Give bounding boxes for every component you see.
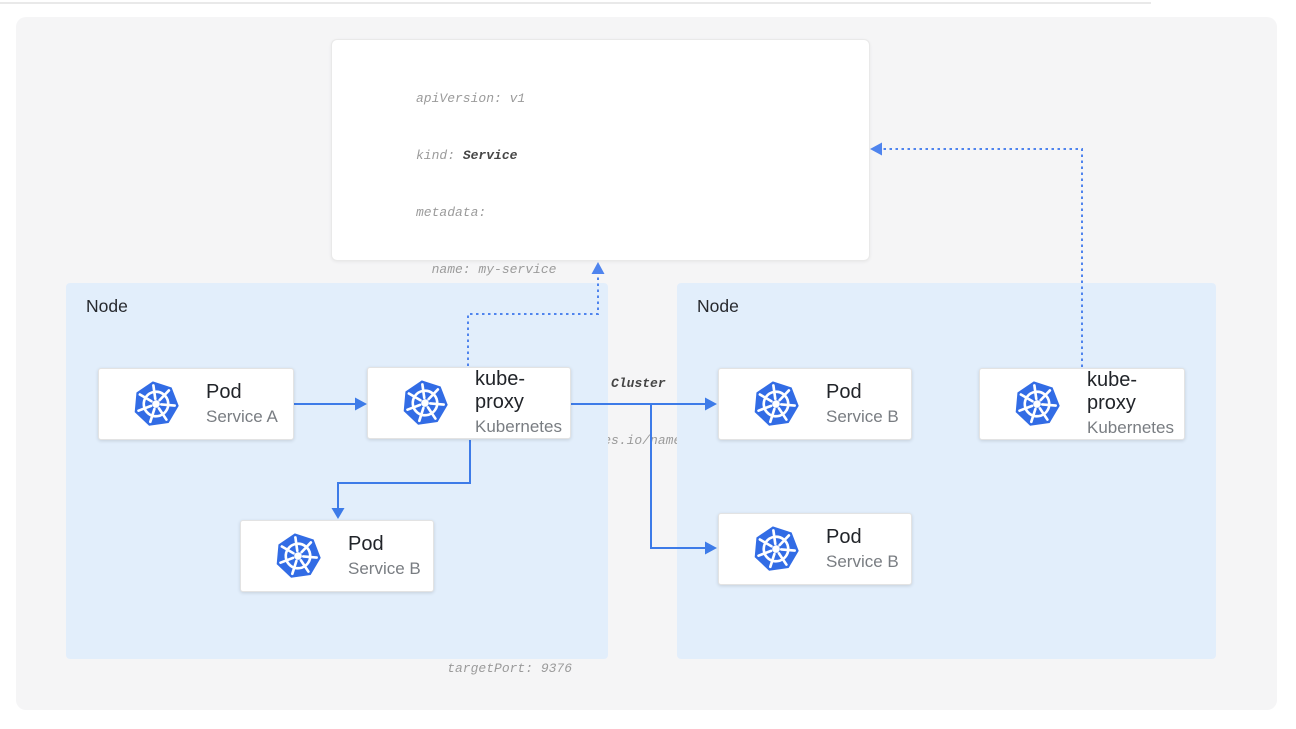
node-box-left: Node bbox=[66, 283, 608, 659]
card-subtitle: Service A bbox=[206, 407, 278, 427]
service-yaml-panel: apiVersion: v1 kind: Service metadata: n… bbox=[331, 39, 870, 261]
kubernetes-icon bbox=[1013, 380, 1061, 428]
pod-service-a-card: Pod Service A bbox=[98, 368, 294, 440]
kube-proxy-left-card: kube-proxy Kubernetes bbox=[367, 367, 571, 439]
card-subtitle: Kubernetes bbox=[475, 417, 570, 437]
node-label: Node bbox=[86, 296, 128, 317]
yaml-text: apiVersion: v1 bbox=[416, 91, 525, 106]
yaml-text: kind: bbox=[416, 148, 463, 163]
yaml-text: name: my-service bbox=[416, 262, 556, 277]
card-title: kube-proxy bbox=[1087, 369, 1184, 415]
card-subtitle: Service B bbox=[826, 407, 899, 427]
card-title: Pod bbox=[206, 381, 278, 404]
yaml-line: kind: Service bbox=[416, 146, 736, 165]
yaml-line: name: my-service bbox=[416, 260, 736, 279]
yaml-bold-text: Service bbox=[463, 148, 518, 163]
pod-service-b-right-top-card: Pod Service B bbox=[718, 368, 912, 440]
card-title: kube-proxy bbox=[475, 368, 570, 414]
kube-proxy-right-card: kube-proxy Kubernetes bbox=[979, 368, 1185, 440]
yaml-line: metadata: bbox=[416, 203, 736, 222]
kubernetes-icon bbox=[132, 380, 180, 428]
kubernetes-icon bbox=[752, 525, 800, 573]
kubernetes-icon bbox=[752, 380, 800, 428]
yaml-line: targetPort: 9376 bbox=[416, 659, 736, 678]
card-subtitle: Service B bbox=[826, 552, 899, 572]
card-title: Pod bbox=[348, 533, 421, 556]
yaml-text: metadata: bbox=[416, 205, 486, 220]
pod-service-b-left-card: Pod Service B bbox=[240, 520, 434, 592]
yaml-text: targetPort: 9376 bbox=[416, 661, 572, 676]
top-divider bbox=[0, 2, 1151, 4]
card-subtitle: Service B bbox=[348, 559, 421, 579]
kubernetes-icon bbox=[401, 379, 449, 427]
kubernetes-icon bbox=[274, 532, 322, 580]
card-subtitle: Kubernetes bbox=[1087, 418, 1184, 438]
card-title: Pod bbox=[826, 381, 899, 404]
node-label: Node bbox=[697, 296, 739, 317]
node-box-right: Node bbox=[677, 283, 1216, 659]
yaml-line: apiVersion: v1 bbox=[416, 89, 736, 108]
card-title: Pod bbox=[826, 526, 899, 549]
pod-service-b-right-bottom-card: Pod Service B bbox=[718, 513, 912, 585]
